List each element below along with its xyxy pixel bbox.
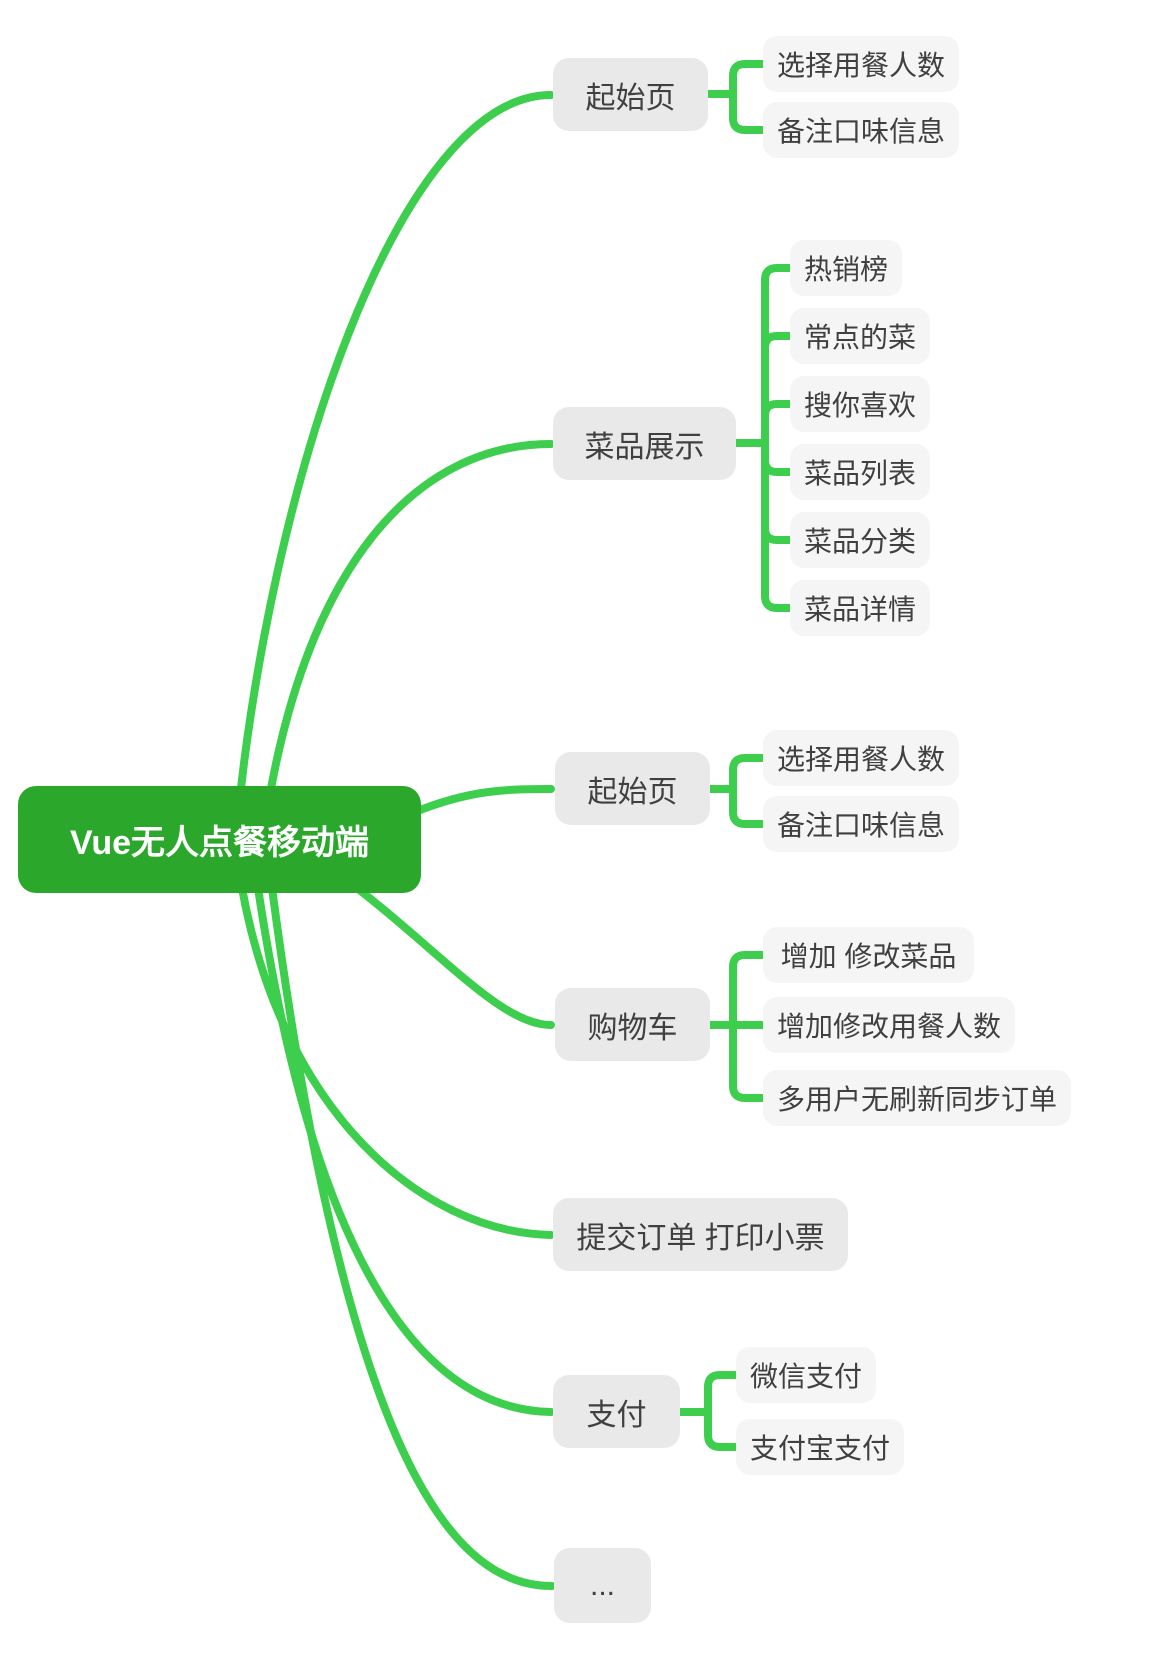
branch-shopping-cart[interactable]: 购物车 [555, 988, 710, 1061]
child-add-modify-dish[interactable]: 增加 修改菜品 [763, 927, 974, 983]
connector-root-to-shopping-cart [336, 871, 555, 1029]
connector-root-to-dish-display [258, 440, 555, 849]
connector-shopping-cart-bracket [729, 951, 767, 1102]
connector-root-to-more [268, 884, 556, 1590]
connector-dish-display-category [761, 524, 794, 544]
connector-start-page-mid-bracket [729, 754, 767, 828]
connector-root-to-submit-order [238, 884, 555, 1239]
connector-root-to-start-page-top [231, 91, 555, 849]
child-dish-category[interactable]: 菜品分类 [790, 512, 930, 568]
child-wechat-pay[interactable]: 微信支付 [736, 1347, 876, 1403]
connector-payment-bracket [704, 1371, 740, 1451]
connector-dish-display-frequent [761, 332, 794, 352]
child-select-diner-count-top[interactable]: 选择用餐人数 [763, 36, 959, 92]
child-frequent-dishes[interactable]: 常点的菜 [790, 308, 930, 364]
branch-more[interactable]: ... [554, 1548, 651, 1623]
branch-submit-order[interactable]: 提交订单 打印小票 [553, 1198, 848, 1271]
child-taste-notes-mid[interactable]: 备注口味信息 [763, 796, 959, 852]
connector-dish-display-hot-sales [761, 264, 794, 284]
branch-start-page-mid[interactable]: 起始页 [555, 752, 710, 825]
branch-start-page-top[interactable]: 起始页 [553, 58, 708, 131]
connector-start-page-top-bracket [729, 60, 767, 134]
connector-root-to-payment [254, 884, 555, 1416]
branch-dish-display[interactable]: 菜品展示 [553, 407, 736, 480]
connector-dish-display-detail [761, 592, 794, 612]
child-alipay[interactable]: 支付宝支付 [736, 1419, 904, 1475]
child-select-diner-count-mid[interactable]: 选择用餐人数 [763, 730, 959, 786]
child-dish-list[interactable]: 菜品列表 [790, 444, 930, 500]
child-taste-notes-top[interactable]: 备注口味信息 [763, 102, 959, 158]
connector-dish-display-search [761, 400, 794, 420]
connector-root-to-start-page-mid [411, 785, 555, 816]
root-node[interactable]: Vue无人点餐移动端 [18, 786, 421, 893]
child-search-you-like[interactable]: 搜你喜欢 [790, 376, 930, 432]
child-dish-detail[interactable]: 菜品详情 [790, 580, 930, 636]
child-multiuser-sync-order[interactable]: 多用户无刷新同步订单 [763, 1070, 1071, 1126]
connector-dish-display-list [761, 456, 794, 476]
branch-payment[interactable]: 支付 [553, 1375, 680, 1448]
child-modify-diner-count[interactable]: 增加修改用餐人数 [763, 997, 1015, 1053]
child-hot-sales[interactable]: 热销榜 [790, 240, 902, 296]
